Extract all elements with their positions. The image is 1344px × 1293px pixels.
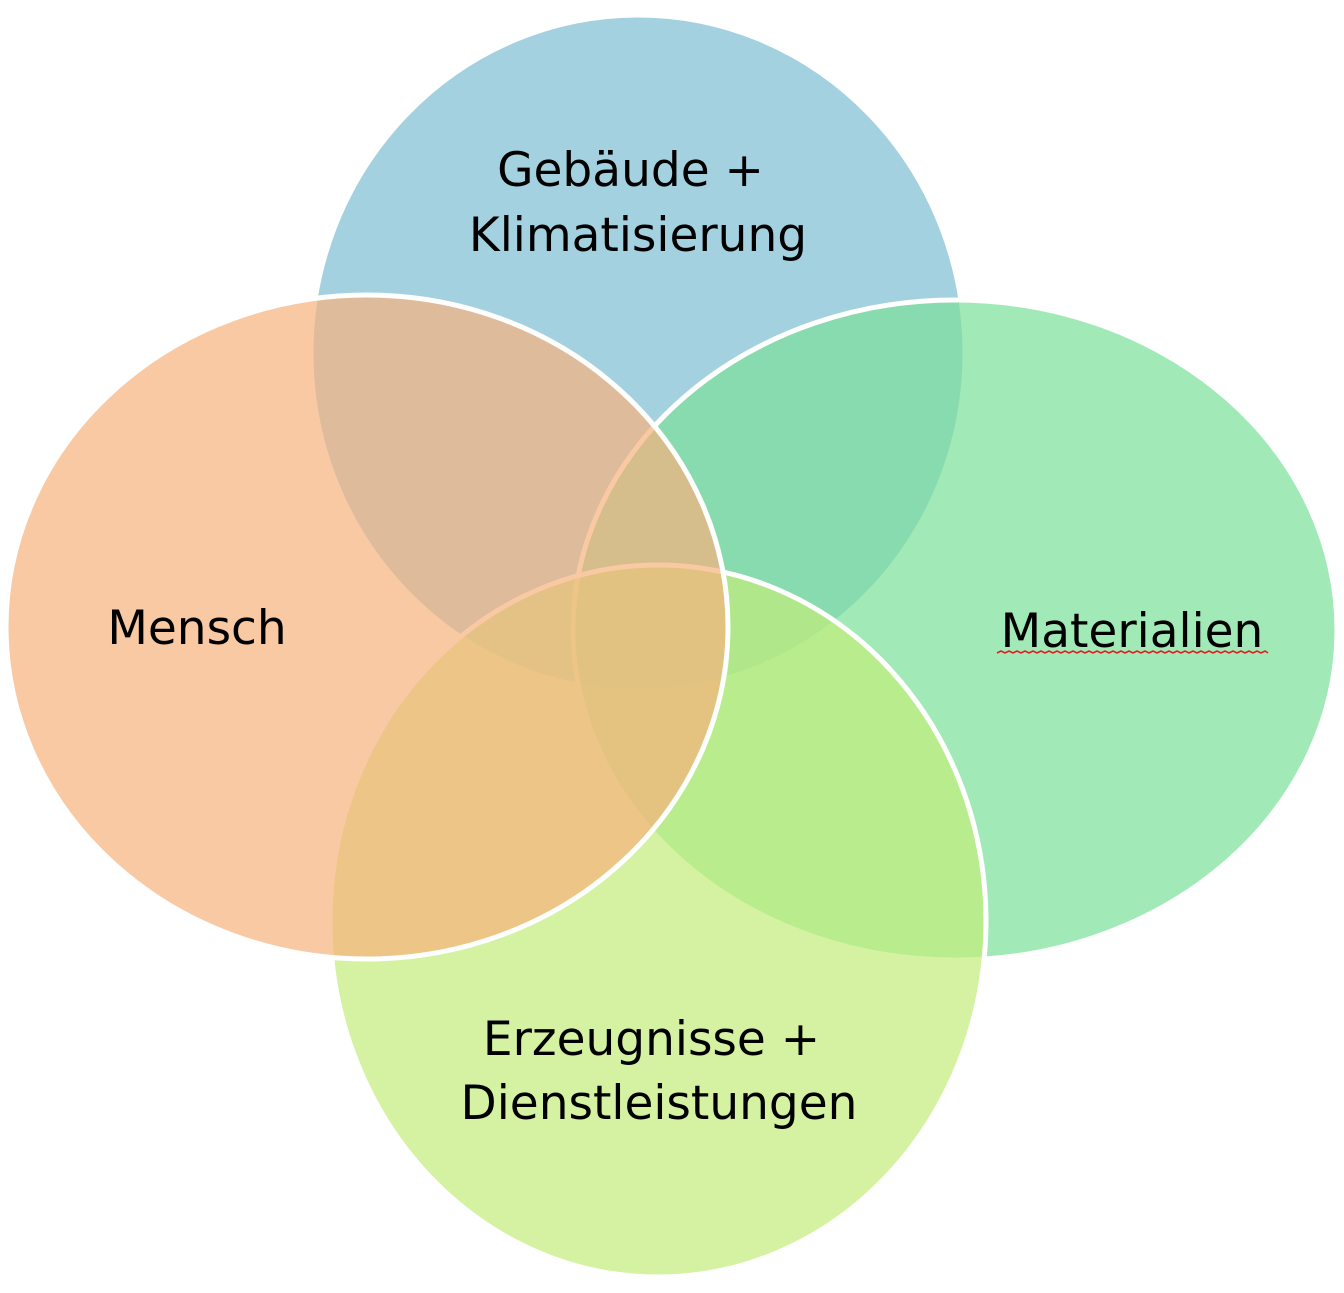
label-gebaeude-line-1: Gebäude + [497, 143, 764, 198]
spellcheck-underline [996, 650, 1269, 654]
label-erzeugnisse-line-1: Erzeugnisse + [483, 1012, 820, 1067]
label-mensch: Mensch [107, 601, 286, 656]
label-materialien: Materialien [1001, 604, 1264, 659]
label-erzeugnisse-line-2: Dienstleistungen [461, 1076, 858, 1131]
label-gebaeude-line-2: Klimatisierung [469, 208, 807, 263]
label-erzeugnisse: Erzeugnisse + Dienstleistungen [461, 1012, 858, 1131]
label-gebaeude: Gebäude + Klimatisierung [469, 143, 807, 263]
circle-mensch [3, 292, 731, 962]
